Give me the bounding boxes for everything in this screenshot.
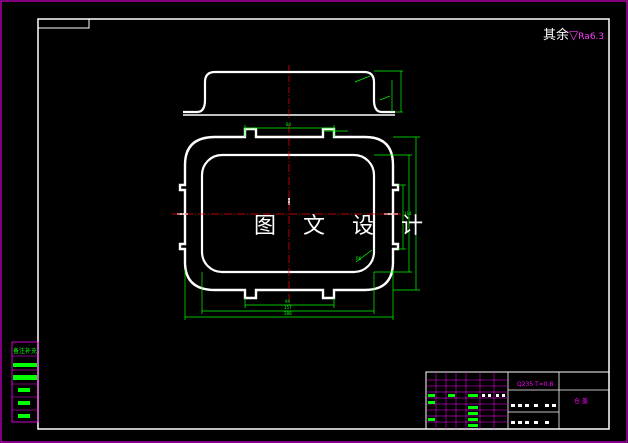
roughness-note: 其余▽Ra6.3 (543, 24, 604, 43)
dim-label-bottom-1: 94 (285, 299, 291, 304)
dim-label-corner-r: R6 (356, 256, 362, 261)
title-block (425, 371, 610, 430)
frame-tab (38, 19, 90, 29)
plan-view-outer (178, 127, 400, 300)
dim-label-bottom-3: 288 (284, 311, 292, 316)
dim-label-top: 80 (286, 122, 292, 127)
plan-dimension-labels: 80 94 157 288 114 R6 (284, 122, 412, 316)
side-profile-dims (354, 70, 403, 113)
plan-view-inner (200, 153, 376, 274)
title-part-name: 仓 盖 (574, 397, 588, 405)
title-material: Q235 T=0.8 (517, 381, 553, 388)
side-stamp-block (11, 341, 39, 423)
watermark-text: 图 文 设 计 (254, 214, 433, 239)
roughness-value: Ra6.3 (578, 32, 605, 42)
dim-label-right: 114 (404, 211, 412, 216)
drawing-frame (37, 18, 610, 430)
roughness-label: 其余 (543, 28, 570, 43)
dim-label-bottom-2: 157 (284, 305, 292, 310)
plan-dimension-lines (184, 125, 420, 320)
roughness-symbol-icon: ▽ (569, 28, 579, 42)
side-stamp-text: 备注补充 (13, 347, 37, 355)
plan-centerlines (172, 125, 405, 305)
